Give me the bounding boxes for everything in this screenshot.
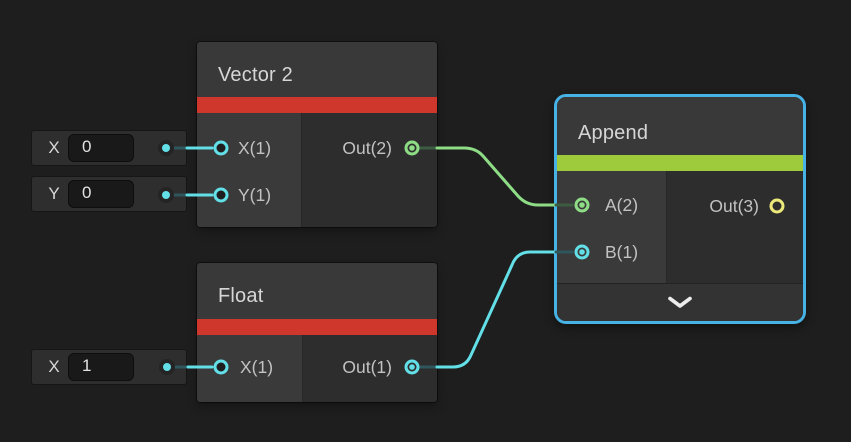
output-port-label: Out(2) — [342, 138, 392, 158]
node-accent-bar — [197, 319, 437, 335]
node-append-selected[interactable]: Append A(2) B(1) Out(3) — [554, 94, 806, 324]
edge-float-out-to-append-b[interactable] — [435, 250, 557, 369]
float-x-value-widget: X — [32, 350, 186, 384]
input-column — [557, 171, 667, 283]
node-title: Append — [557, 97, 803, 155]
input-port-label: X(1) — [238, 138, 272, 158]
node-float[interactable]: Float X(1) Out(1) — [197, 263, 437, 402]
field-label: X — [48, 138, 60, 157]
vector2-x-value-widget: X — [32, 131, 186, 165]
node-accent-bar — [197, 97, 437, 113]
edge-vector2-out-to-append-a[interactable] — [435, 146, 557, 207]
node-vector2[interactable]: Vector 2 X(1) Y(1) Out(2) — [197, 42, 437, 227]
input-port-label: B(1) — [605, 242, 639, 262]
x-value-input[interactable] — [68, 134, 134, 162]
input-port-label: Y(1) — [238, 185, 272, 205]
field-label: Y — [48, 184, 60, 203]
output-port-label: Out(1) — [342, 357, 392, 377]
vector2-y-value-widget: Y — [32, 177, 186, 211]
chevron-down-icon[interactable] — [667, 296, 693, 309]
node-body: X(1) Y(1) Out(2) — [197, 113, 437, 227]
input-port-label: X(1) — [240, 357, 274, 377]
field-label: X — [48, 357, 60, 376]
node-preview-toggle[interactable] — [557, 283, 803, 321]
x-value-input[interactable] — [68, 353, 134, 381]
node-title: Vector 2 — [197, 42, 437, 97]
node-body: A(2) B(1) Out(3) — [557, 171, 803, 283]
node-body: X(1) Out(1) — [197, 335, 437, 402]
node-accent-bar — [557, 155, 803, 171]
input-port-label: A(2) — [605, 195, 639, 215]
input-column — [197, 113, 302, 227]
output-port-label: Out(3) — [709, 196, 759, 216]
y-value-input[interactable] — [68, 180, 134, 208]
node-title: Float — [197, 263, 437, 319]
